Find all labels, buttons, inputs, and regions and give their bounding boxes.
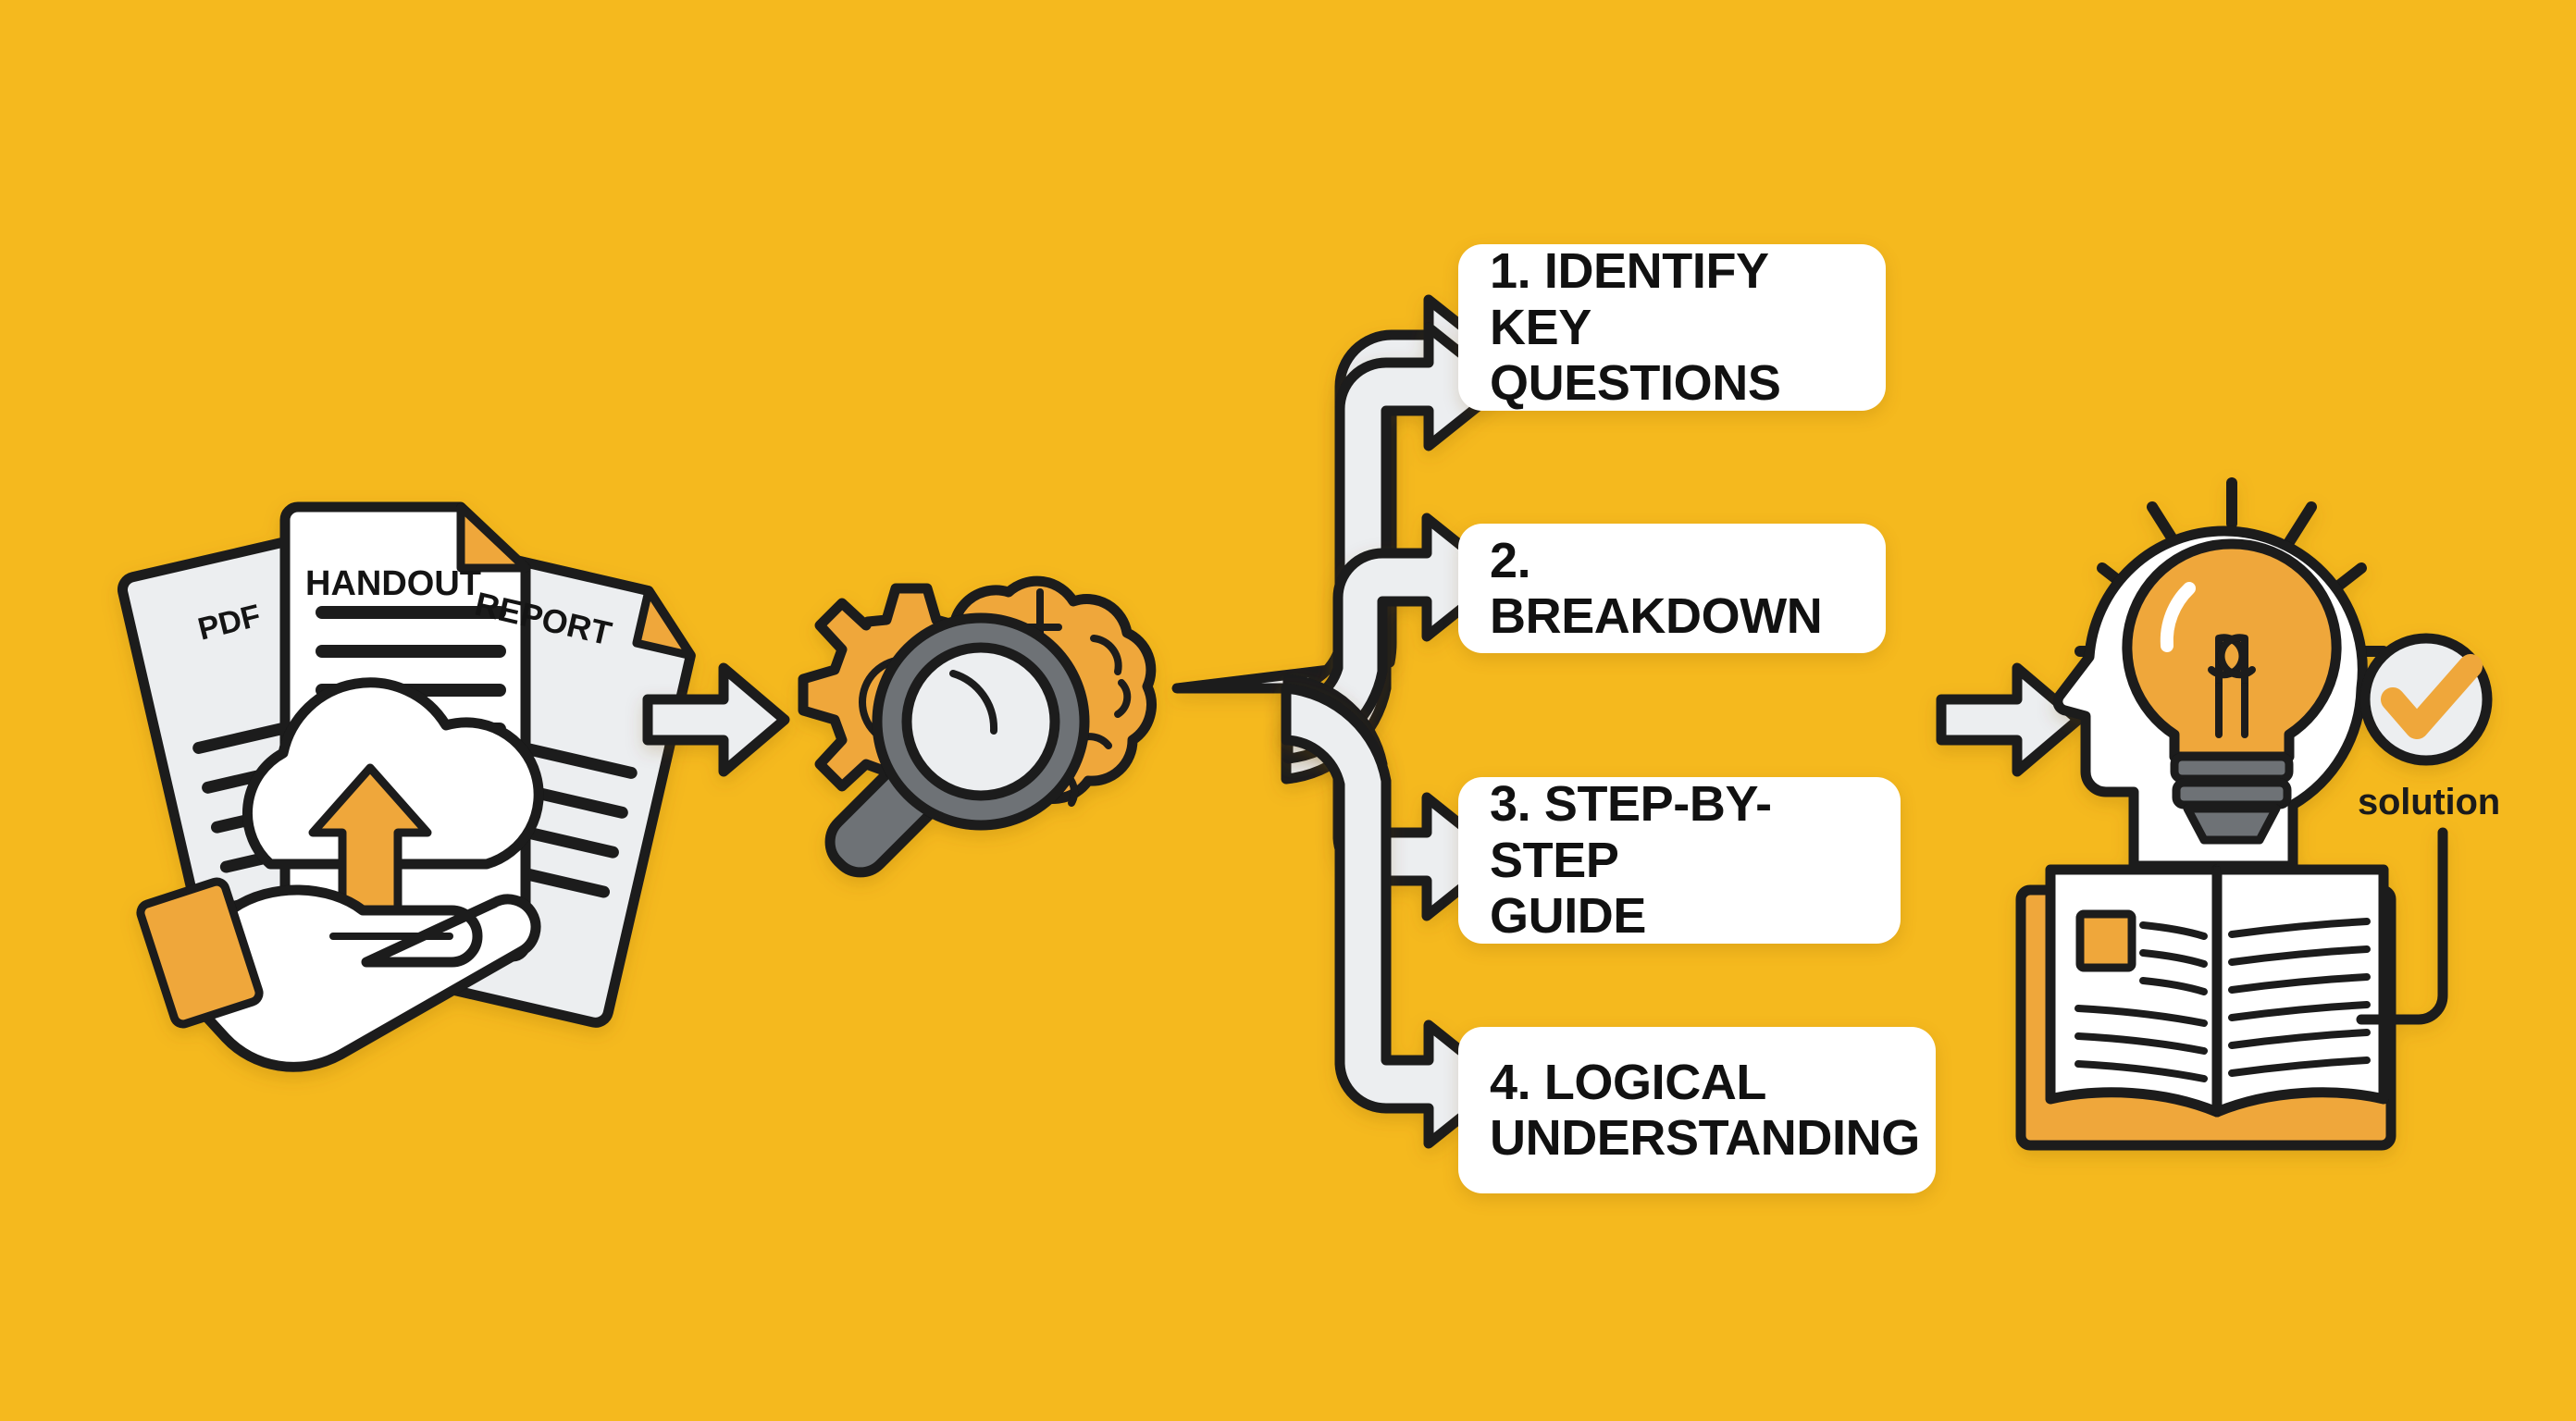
step-label-3: 3. STEP-BY-STEP GUIDE <box>1490 776 1772 945</box>
solution-group <box>2015 477 2493 1151</box>
open-hand-icon <box>136 877 541 1072</box>
magnifying-glass-icon <box>824 612 1090 878</box>
step-box-4[interactable]: 4. LOGICAL UNDERSTANDING <box>1458 1027 1936 1193</box>
step-label-4: 4. LOGICAL UNDERSTANDING <box>1490 1054 1920 1166</box>
check-circle-icon <box>2359 633 2493 766</box>
step-label-2: 2. BREAKDOWN <box>1490 532 1823 644</box>
step-box-2[interactable]: 2. BREAKDOWN <box>1458 524 1886 653</box>
lightbulb-icon <box>2122 538 2342 845</box>
analysis-group <box>798 575 1157 878</box>
document-input-group <box>118 501 696 1072</box>
paper-label-handout: HANDOUT <box>305 564 481 603</box>
solution-caption: solution <box>2358 782 2500 822</box>
branch-arrow-4 <box>1281 683 1508 1149</box>
flow-arrow-documents-to-analysis <box>642 662 790 777</box>
cloud-upload-icon <box>242 677 544 922</box>
step-label-1: 1. IDENTIFY KEY QUESTIONS <box>1490 243 1781 412</box>
open-book-icon <box>2015 864 2396 1151</box>
step-box-3[interactable]: 3. STEP-BY-STEP GUIDE <box>1458 776 1901 945</box>
step-box-1[interactable]: 1. IDENTIFY KEY QUESTIONS <box>1458 243 1886 412</box>
solution-connector-line <box>2356 827 2448 1025</box>
flow-arrow-steps-to-solution <box>1936 662 2084 777</box>
lightbulb-base <box>2170 752 2294 845</box>
